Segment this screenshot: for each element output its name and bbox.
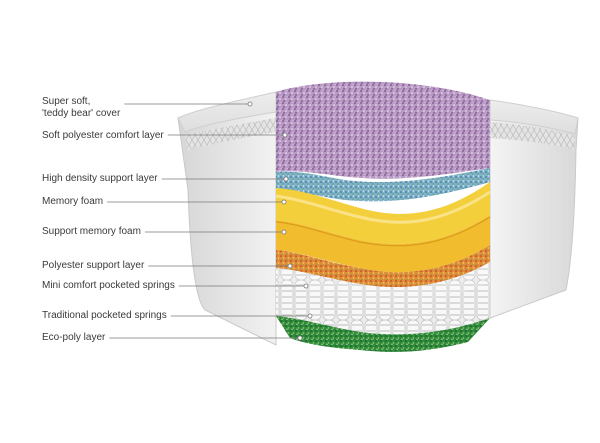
leader-dot-high-density — [283, 176, 289, 182]
leader-dot-cover — [247, 101, 253, 107]
label-soft-polyester: Soft polyester comfort layer — [42, 130, 164, 142]
soft-polyester-layer — [276, 81, 490, 179]
mini-springs-layer — [276, 262, 490, 303]
label-polyester-support: Polyester support layer — [42, 260, 144, 272]
label-high-density: High density support layer — [42, 173, 158, 185]
label-mini-springs: Mini comfort pocketed springs — [42, 280, 175, 292]
label-traditional-springs: Traditional pocketed springs — [42, 310, 167, 322]
eco-poly-layer — [276, 316, 490, 352]
label-polyester-support-line: Polyester support layer — [42, 260, 145, 271]
label-cover-line: 'teddy bear' cover — [42, 108, 121, 119]
support-memory-foam-layer — [276, 215, 490, 273]
label-cover: Super soft,'teddy bear' cover — [42, 96, 120, 120]
label-support-memory-foam: Support memory foam — [42, 226, 141, 238]
leader-dot-mini-springs — [303, 283, 309, 289]
mattress-left-side — [177, 91, 277, 346]
label-memory-foam-line: Memory foam — [42, 196, 104, 207]
leader-dot-soft-polyester — [282, 132, 288, 138]
label-mini-springs-line: Mini comfort pocketed springs — [42, 280, 175, 291]
label-support-memory-foam-line: Support memory foam — [42, 226, 141, 237]
leader-dot-memory-foam — [281, 199, 287, 205]
label-memory-foam: Memory foam — [42, 196, 103, 208]
quilt-band-left — [185, 118, 276, 150]
label-high-density-line: High density support layer — [42, 173, 158, 184]
traditional-springs-layer — [276, 282, 490, 335]
memory-foam-layer — [276, 182, 490, 244]
leader-dot-support-memory-foam — [281, 229, 287, 235]
label-traditional-springs-line: Traditional pocketed springs — [42, 310, 167, 321]
leader-dot-eco-poly — [297, 335, 303, 341]
label-eco-poly-line: Eco-poly layer — [42, 332, 106, 343]
label-soft-polyester-line: Soft polyester comfort layer — [42, 130, 164, 141]
label-cover-line: Super soft, — [42, 96, 91, 107]
leader-lines — [107, 101, 313, 341]
cover-top-right — [489, 99, 579, 135]
label-eco-poly: Eco-poly layer — [42, 332, 105, 344]
leader-dot-polyester-support — [287, 263, 293, 269]
leader-dot-traditional-springs — [307, 313, 313, 319]
mattress-right-side — [489, 99, 579, 319]
quilt-band-right — [490, 122, 575, 150]
polyester-support-layer — [276, 245, 490, 288]
high-density-layer — [276, 168, 490, 202]
